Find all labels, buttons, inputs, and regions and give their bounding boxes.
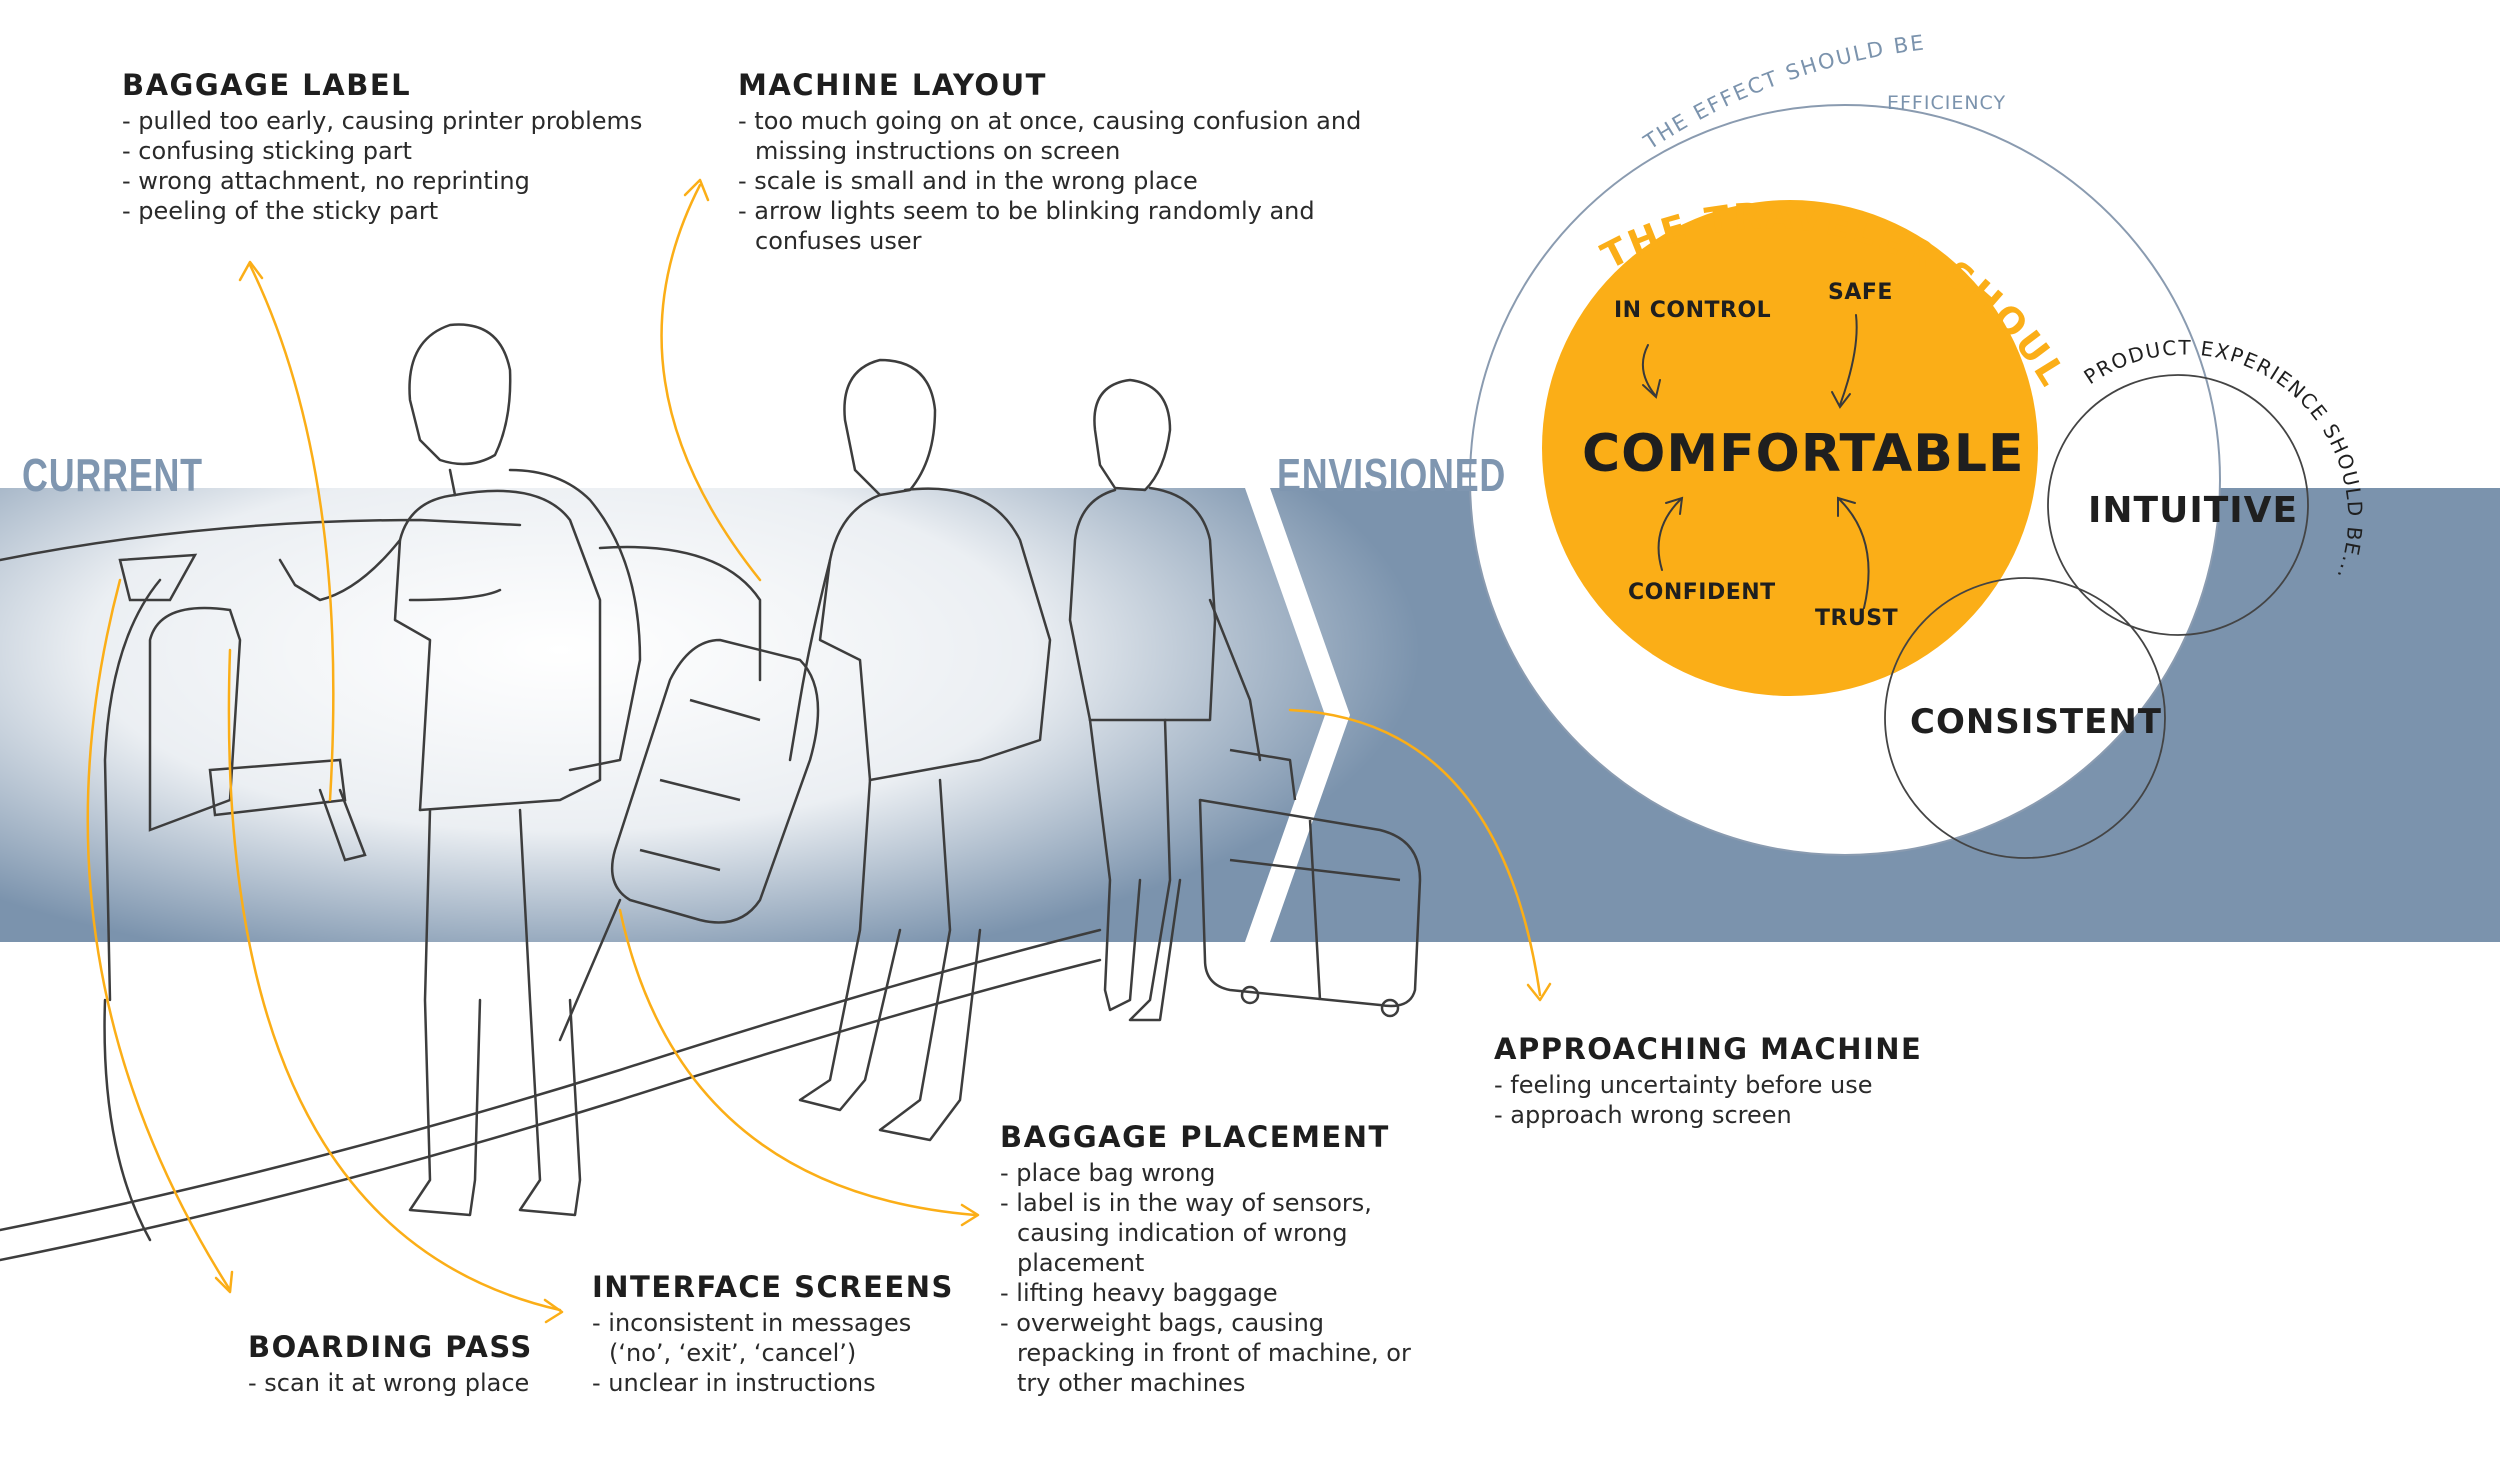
- note-baggage-placement: BAGGAGE PLACEMENT place bag wrong label …: [1000, 1120, 1437, 1398]
- feeling-arrows: [1641, 314, 1870, 609]
- rolling-suitcase-sketch: [1198, 748, 1422, 1018]
- note-item: wrong attachment, no reprinting: [122, 166, 642, 196]
- note-item: place bag wrong: [1000, 1158, 1437, 1188]
- note-item: confusing sticking part: [122, 136, 642, 166]
- feeling-in-control: IN CONTROL: [1614, 298, 1772, 323]
- note-items: scan it at wrong place: [248, 1368, 533, 1398]
- kiosk-machine-sketch: [0, 518, 1102, 1262]
- note-machine-layout: MACHINE LAYOUT too much going on at once…: [738, 68, 1415, 256]
- traveler-sketch-3: [1068, 378, 1262, 1022]
- feeling-trust: TRUST: [1815, 606, 1899, 631]
- comfortable-circle: [1542, 200, 2038, 696]
- note-item: label is in the way of sensors, causing …: [1000, 1188, 1437, 1278]
- note-item: lifting heavy baggage: [1000, 1278, 1437, 1308]
- note-title: BAGGAGE PLACEMENT: [1000, 1120, 1390, 1154]
- note-item: scan it at wrong place: [248, 1368, 533, 1398]
- note-approaching-machine: APPROACHING MACHINE feeling uncertainty …: [1494, 1032, 1922, 1130]
- core-comfortable: COMFORTABLE: [1582, 424, 2025, 484]
- arrow-interface-screens: [227, 648, 562, 1312]
- arrow-approaching-machine: [1288, 708, 1542, 997]
- arrow-baggage-label: [248, 263, 335, 802]
- note-items: feeling uncertainty before use approach …: [1494, 1070, 1922, 1130]
- arrow-machine-layout: [660, 183, 762, 582]
- note-title: INTERFACE SCREENS: [592, 1270, 954, 1304]
- arrow-baggage-placement: [618, 908, 977, 1217]
- note-items: inconsistent in messages (‘no’, ‘exit’, …: [592, 1308, 969, 1398]
- note-item: overweight bags, causing repacking in fr…: [1000, 1308, 1437, 1398]
- feeling-safe: SAFE: [1828, 280, 1893, 305]
- efficiency-label: EFFICIENCY: [1887, 92, 2007, 114]
- arrowhead-baggage-label: [238, 260, 264, 282]
- note-title: BAGGAGE LABEL: [122, 68, 412, 102]
- note-item: too much going on at once, causing confu…: [738, 106, 1415, 166]
- consistent-circle: [1884, 577, 2166, 859]
- note-title: APPROACHING MACHINE: [1494, 1032, 1923, 1066]
- note-item: unclear in instructions: [592, 1368, 969, 1398]
- arrowhead-boarding-pass: [214, 1270, 234, 1294]
- note-title: MACHINE LAYOUT: [738, 68, 1047, 102]
- feeling-confident: CONFIDENT: [1628, 580, 1776, 605]
- callout-arrows: [86, 178, 1552, 1324]
- intuitive-circle: [2047, 374, 2309, 636]
- note-items: place bag wrong label is in the way of s…: [1000, 1158, 1437, 1398]
- arrowhead-interface-screens: [543, 1298, 564, 1324]
- light-glow: [0, 320, 1420, 980]
- traveler-sketch-2: [788, 358, 1052, 1142]
- note-item: inconsistent in messages (‘no’, ‘exit’, …: [592, 1308, 969, 1368]
- arrowhead-baggage-placement: [960, 1203, 980, 1227]
- word-consistent: CONSISTENT: [1910, 702, 2163, 742]
- note-boarding-pass: BOARDING PASS scan it at wrong place: [248, 1330, 533, 1398]
- note-item: approach wrong screen: [1494, 1100, 1922, 1130]
- note-item: pulled too early, causing printer proble…: [122, 106, 642, 136]
- suitcase-sketch-1: [610, 638, 820, 924]
- envisioned-label: ENVISIONED: [1277, 449, 1507, 501]
- note-item: peeling of the sticky part: [122, 196, 642, 226]
- note-item: scale is small and in the wrong place: [738, 166, 1415, 196]
- arrowhead-approaching-machine: [1526, 982, 1552, 1002]
- current-label: CURRENT: [22, 449, 203, 501]
- note-items: pulled too early, causing printer proble…: [122, 106, 642, 226]
- note-interface-screens: INTERFACE SCREENS inconsistent in messag…: [592, 1270, 969, 1398]
- traveler-sketch-1: [278, 323, 642, 1217]
- note-title: BOARDING PASS: [248, 1330, 533, 1364]
- note-item: feeling uncertainty before use: [1494, 1070, 1922, 1100]
- note-item: arrow lights seem to be blinking randoml…: [738, 196, 1395, 256]
- arrowhead-machine-layout: [683, 178, 710, 202]
- note-baggage-label: BAGGAGE LABEL pulled too early, causing …: [122, 68, 642, 226]
- note-items: too much going on at once, causing confu…: [738, 106, 1415, 256]
- arrow-boarding-pass: [86, 578, 232, 1292]
- word-intuitive: INTUITIVE: [2088, 490, 2299, 531]
